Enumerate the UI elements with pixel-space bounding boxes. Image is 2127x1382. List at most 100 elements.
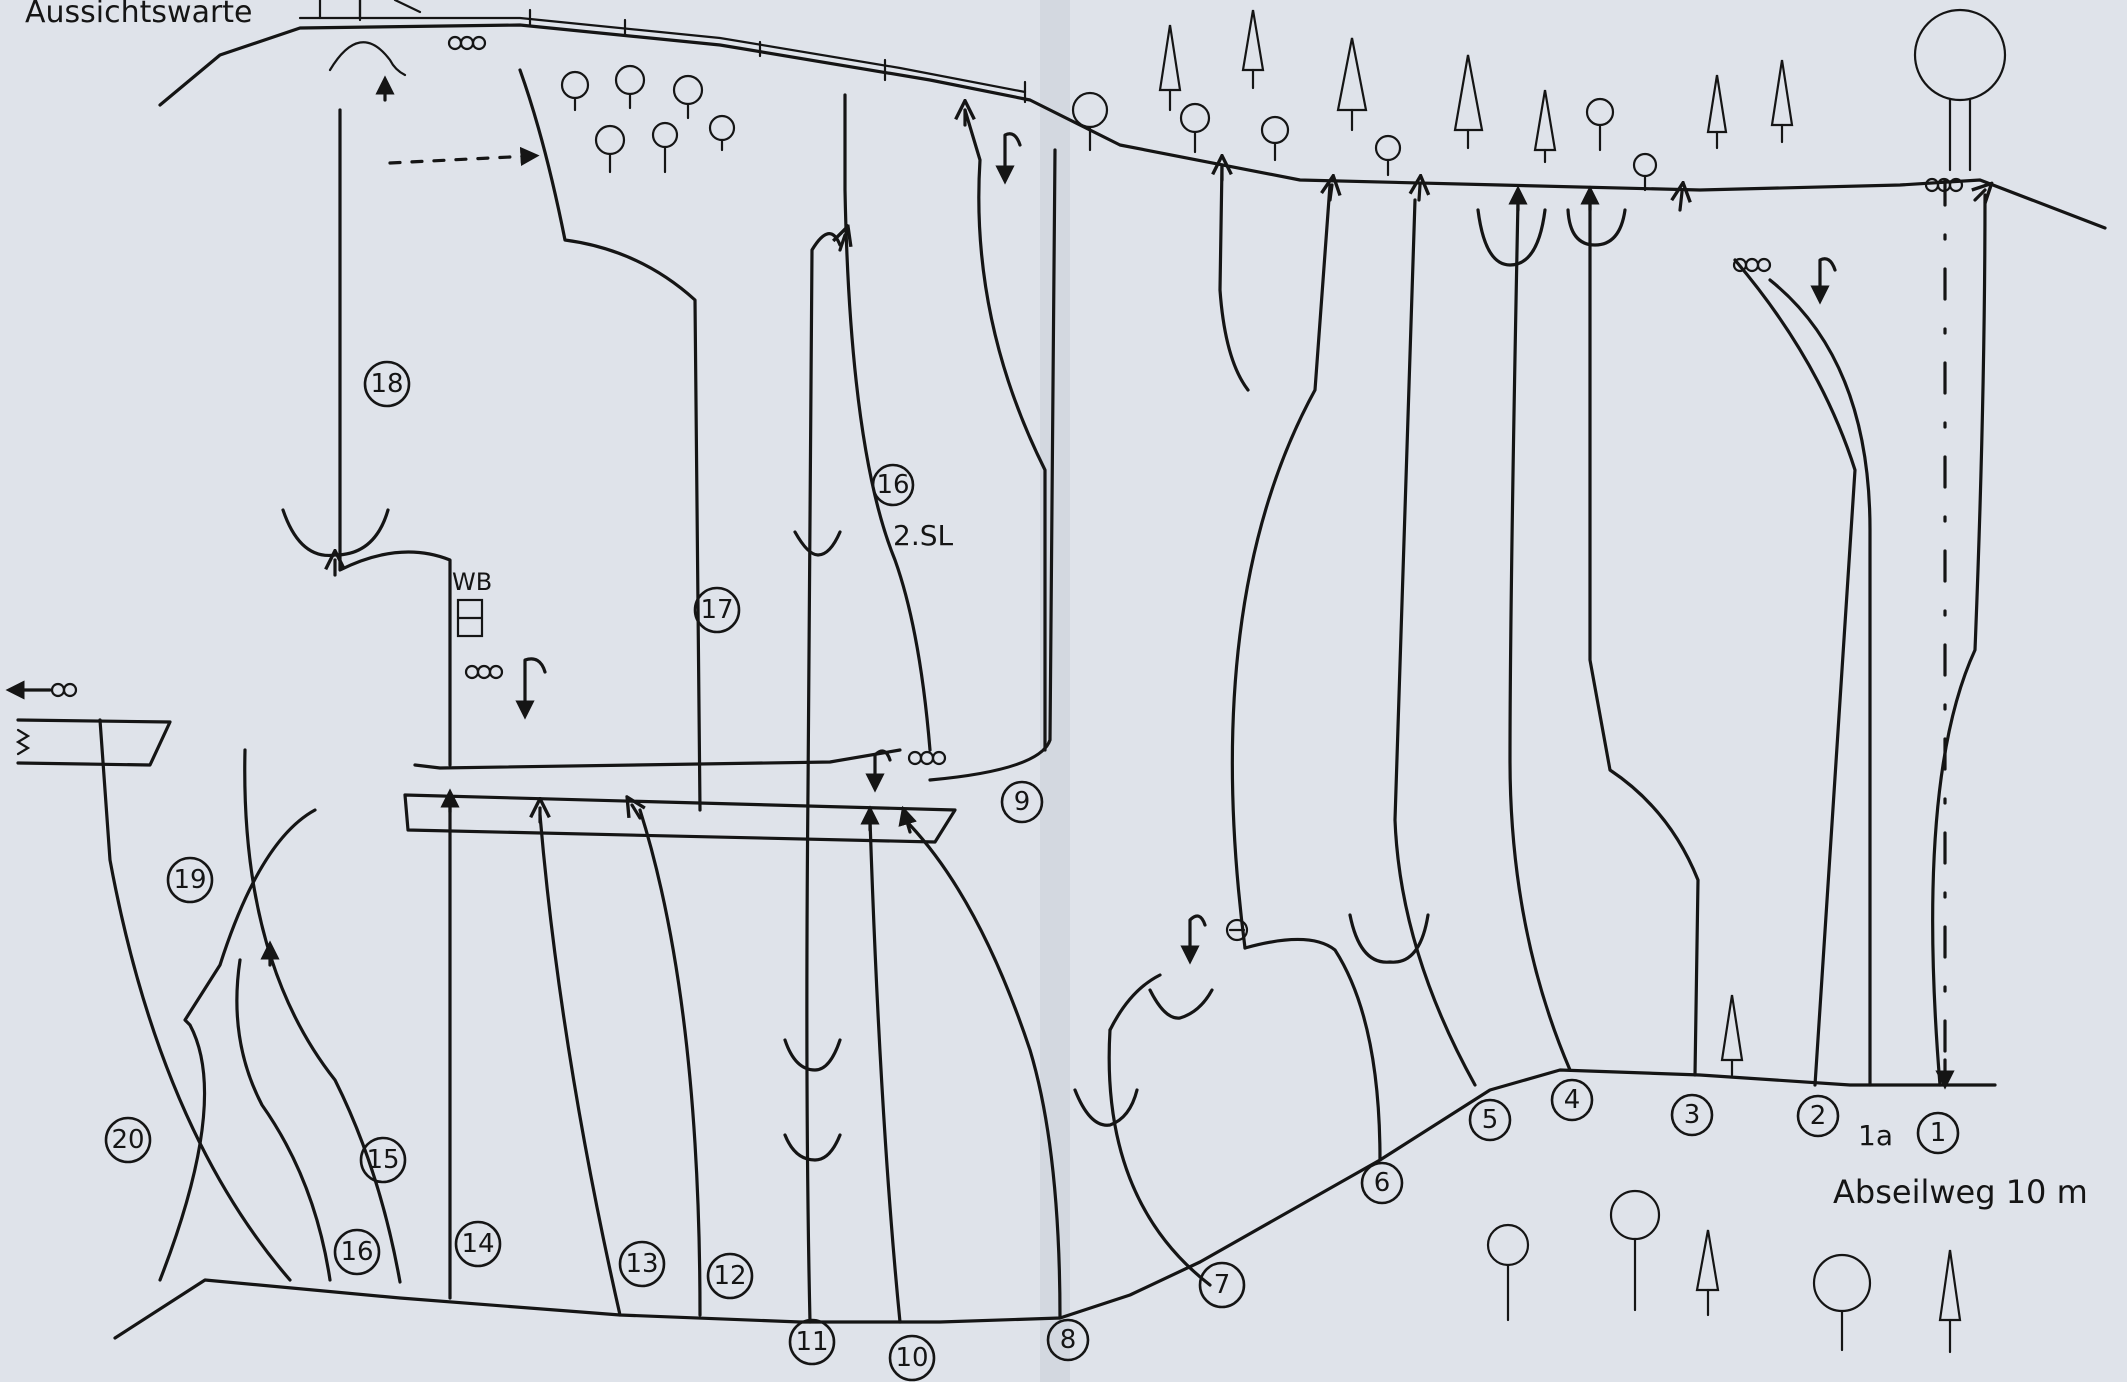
conifer-icon [1535,90,1555,162]
svg-text:8: 8 [1060,1325,1077,1355]
railing [300,18,1025,92]
ledge-icon [785,1135,840,1160]
svg-text:12: 12 [713,1261,746,1291]
route-number: 17 [695,588,739,632]
anchor-chain-icon [449,37,485,49]
ledge-icon [795,532,840,555]
route-number: 13 [620,1242,664,1286]
lower-off-icon [1005,134,1020,175]
route-number: 7 [1200,1263,1244,1307]
anchor-chain-icon [52,684,76,696]
route-number: 1 [1918,1113,1958,1153]
ledge-icon [283,510,388,555]
svg-text:13: 13 [625,1249,658,1279]
tree-icon [674,76,702,118]
route-number: 4 [1552,1080,1592,1120]
ledge-icon [1150,990,1212,1018]
ledge-icon [1075,1090,1137,1125]
tree-icon [1814,1255,1870,1350]
tree-icon [616,66,644,108]
conifer-icon [1455,55,1482,148]
route-number: 3 [1672,1095,1712,1135]
route-number: 10 [890,1336,934,1380]
lower-off-icon [1820,259,1835,295]
svg-text:16: 16 [340,1237,373,1267]
svg-text:15: 15 [366,1145,399,1175]
trees [562,10,2005,1352]
route-number: 18 [365,362,409,406]
cliff-top-line [160,25,2105,228]
conifer-icon [1243,10,1263,88]
svg-text:11: 11 [795,1327,828,1357]
lower-off-icon [875,751,890,783]
conifer-icon [1697,1230,1718,1315]
svg-text:19: 19 [173,865,206,895]
svg-text:1: 1 [1930,1118,1947,1148]
viewpoint-tower-icon [330,42,405,75]
tree-icon [1611,1191,1659,1310]
svg-text:18: 18 [370,369,403,399]
pitch-label: 2.SL [893,519,953,552]
ledge-icon [785,1040,840,1070]
route-number: 6 [1362,1163,1402,1203]
lower-off-icon [525,659,545,710]
tree-icon [1634,154,1656,190]
conifer-icon [1772,60,1792,142]
conifer-icon [1708,75,1726,148]
tree-icon [1488,1225,1528,1320]
route-number: 14 [456,1222,500,1266]
tree-icon [1181,104,1209,152]
route-number: 1a [1858,1119,1893,1152]
svg-text:5: 5 [1482,1105,1499,1135]
conifer-icon [1722,995,1742,1075]
tree-icon [1915,10,2005,170]
svg-text:14: 14 [461,1229,494,1259]
route-arrows [15,85,1985,1080]
wb-label: WB [452,568,492,596]
svg-text:9: 9 [1014,787,1031,817]
route-numbers: 1 1a 2 3 4 5 6 7 8 9 10 11 12 13 14 15 1… [106,362,1958,1380]
svg-text:17: 17 [700,595,733,625]
route-number: 5 [1470,1100,1510,1140]
anchor-chain-icon [909,752,945,764]
tree-icon [1262,117,1288,160]
svg-text:6: 6 [1374,1168,1391,1198]
tree-icon [1587,99,1613,150]
svg-text:16: 16 [876,470,909,500]
conifer-icon [1160,25,1180,110]
ledge-icons [283,210,1625,1160]
route-number: 2 [1798,1096,1838,1136]
ledge [405,795,955,842]
route-number: 15 [361,1138,405,1182]
svg-text:7: 7 [1214,1270,1231,1300]
route-number: 9 [1002,782,1042,822]
tree-icon [562,72,588,110]
anchor-chain-icon [466,666,502,678]
tree-icon [1073,93,1107,150]
tree-icon [596,126,624,172]
abseil-label: Abseilweg 10 m [1833,1173,2088,1211]
svg-text:2: 2 [1810,1101,1827,1131]
route-number: 20 [106,1118,150,1162]
route-number: 19 [168,858,212,902]
lower-off-icon [1190,916,1205,955]
svg-text:4: 4 [1564,1085,1581,1115]
route-number: 16 [873,465,913,505]
ledge-icon [1478,210,1545,265]
svg-text:3: 3 [1684,1100,1701,1130]
tree-icon [710,116,734,150]
tree-icon [1376,136,1400,175]
route-number: 12 [708,1254,752,1298]
route-number: 16 [335,1230,379,1274]
conifer-icon [1940,1250,1960,1352]
viewpoint-label: Aussichtswarte [25,0,253,30]
route-number: 11 [790,1320,834,1364]
ledge-icon [1350,915,1428,962]
svg-text:10: 10 [895,1343,928,1373]
tree-icon [653,123,677,172]
ledge-icon [1568,210,1625,245]
svg-text:20: 20 [111,1125,144,1155]
lower-off-icons [525,134,1835,955]
conifer-icon [1338,38,1366,130]
